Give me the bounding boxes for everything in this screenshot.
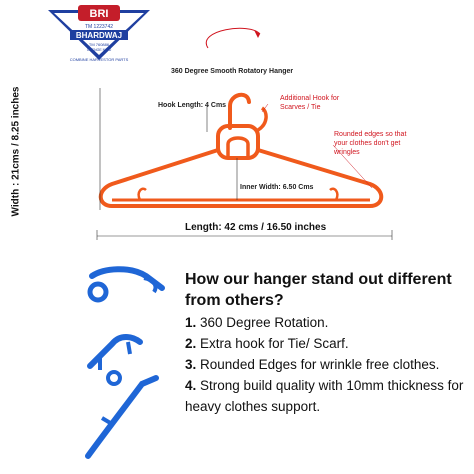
logo-name: BHARDWAJ [76, 31, 122, 40]
feature-item: 3. Rounded Edges for wrinkle free clothe… [185, 357, 440, 372]
scarf-hook [256, 106, 268, 132]
blue-hanger-1 [89, 266, 165, 291]
logo-tm2: TM 760886 [89, 42, 110, 47]
blue-hanger-3 [85, 375, 159, 459]
blue-hanger-2 [87, 334, 143, 369]
rounded-edges-note: Rounded edges so that your clothes don't… [334, 131, 407, 156]
feature-item: 4. Strong build quality with 10mm thickn… [185, 378, 464, 414]
logo-badge: BRI [90, 8, 109, 20]
hanger-arms [98, 148, 384, 208]
hook-length-label: Hook Length: 4 Cms [158, 102, 227, 109]
additional-hook-note: Additional Hook for Scarves / Tie [280, 95, 340, 111]
features-title: How our hanger stand out different from … [185, 271, 452, 309]
logo-tm: TM 1223742 [85, 24, 113, 30]
logo-small: CHENGE NIRD [87, 48, 112, 52]
features-list: 1. 360 Degree Rotation. 2. Extra hook fo… [185, 312, 470, 417]
hanger-ring [216, 124, 260, 160]
hanger-diagram [96, 27, 393, 240]
length-label: Length: 42 cms / 16.50 inches [185, 222, 327, 233]
logo-sub: COMBINE HARVESTOR PARTS [70, 57, 129, 62]
blue-hanger-photos [85, 266, 165, 459]
rotation-arrow [205, 27, 261, 49]
feature-item: 2. Extra hook for Tie/ Scarf. [185, 336, 349, 351]
height-label: Width : 21cms / 8.25 inches [10, 86, 22, 217]
hanger-hook [228, 92, 251, 130]
brand-logo: BRI TM 1223742 BHARDWAJ TM 760886 CHENGE… [48, 5, 150, 62]
feature-item: 1. 360 Degree Rotation. [185, 315, 329, 330]
inner-width-label: Inner Width: 6.50 Cms [240, 184, 314, 191]
rotation-caption: 360 Degree Smooth Rotatory Hanger [171, 68, 294, 75]
